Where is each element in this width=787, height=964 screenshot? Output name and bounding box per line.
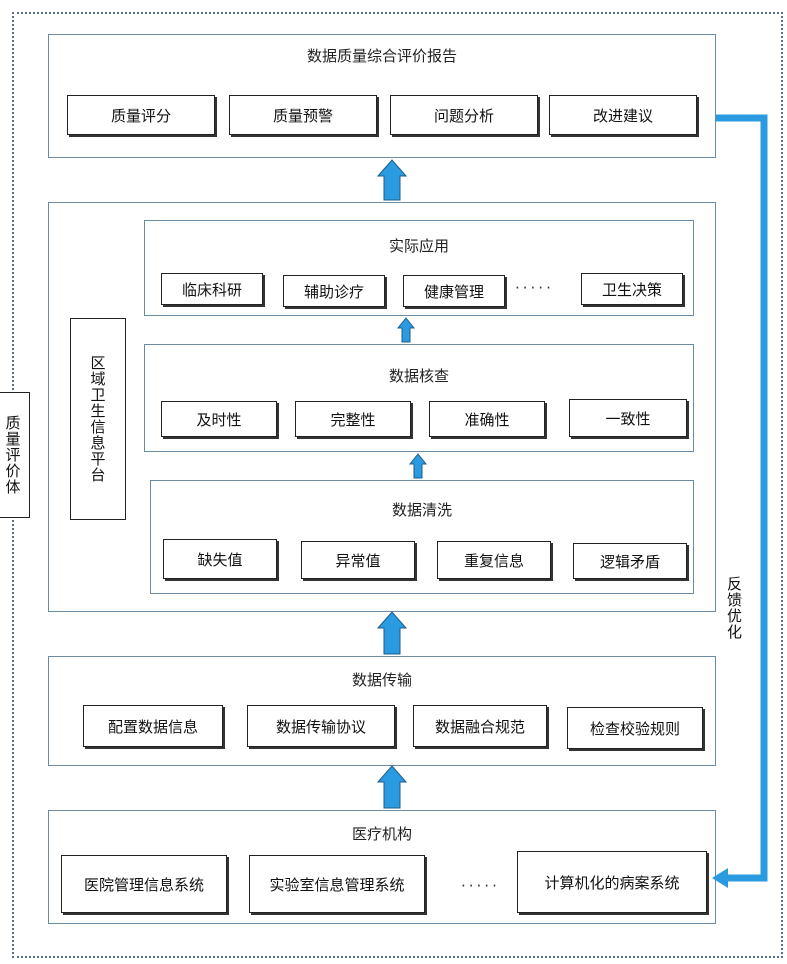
verification-panel: 数据核查 及时性 完整性 准确性 一致性 [144, 344, 694, 452]
application-item-diagnosis: 辅助诊疗 [283, 275, 385, 307]
arrow-up-platform-to-report [376, 159, 408, 201]
transmission-item-fusion: 数据融合规范 [413, 705, 547, 747]
arrow-up-cleaning-to-verification [408, 453, 428, 479]
institution-item-lab-system: 实验室信息管理系统 [249, 855, 425, 913]
transmission-item-protocol: 数据传输协议 [247, 705, 395, 747]
institution-title: 医疗机构 [351, 825, 412, 843]
arrow-up-institution-to-transmission [376, 765, 408, 809]
institution-ellipsis: ····· [461, 877, 500, 895]
application-item-health: 健康管理 [403, 275, 505, 307]
arrow-up-transmission-to-platform [376, 611, 408, 655]
report-item-analysis: 问题分析 [390, 95, 538, 135]
report-title: 数据质量综合评价报告 [306, 47, 457, 65]
transmission-title: 数据传输 [351, 671, 412, 689]
institution-item-hospital-system: 医院管理信息系统 [61, 855, 227, 913]
transmission-item-config: 配置数据信息 [83, 705, 223, 747]
platform-label-box: 区域卫生信息平台 [70, 318, 126, 520]
institution-item-record-system: 计算机化的病案系统 [517, 851, 707, 913]
feedback-loop-line [716, 114, 768, 882]
application-item-decision: 卫生决策 [581, 273, 683, 305]
application-title: 实际应用 [388, 237, 449, 255]
cleaning-item-logic: 逻辑矛盾 [573, 543, 687, 579]
report-item-suggestion: 改进建议 [549, 95, 697, 135]
platform-label-text: 区域卫生信息平台 [88, 355, 107, 483]
application-ellipsis: ····· [515, 279, 554, 297]
side-label-box: 质量评价体 [0, 392, 30, 518]
report-panel: 数据质量综合评价报告 质量评分 质量预警 问题分析 改进建议 [48, 34, 716, 158]
cleaning-item-missing: 缺失值 [163, 539, 277, 579]
verification-title: 数据核查 [388, 367, 449, 385]
verification-item-timeliness: 及时性 [161, 401, 277, 437]
cleaning-panel: 数据清洗 缺失值 异常值 重复信息 逻辑矛盾 [150, 480, 694, 594]
verification-item-accuracy: 准确性 [429, 401, 545, 437]
transmission-panel: 数据传输 配置数据信息 数据传输协议 数据融合规范 检查校验规则 [48, 656, 716, 766]
report-item-warning: 质量预警 [229, 95, 377, 135]
institution-panel: 医疗机构 医院管理信息系统 实验室信息管理系统 ····· 计算机化的病案系统 [48, 810, 716, 924]
application-panel: 实际应用 临床科研 辅助诊疗 健康管理 ····· 卫生决策 [144, 220, 694, 316]
feedback-arrow-head [712, 868, 728, 888]
verification-item-consistency: 一致性 [569, 399, 687, 437]
cleaning-title: 数据清洗 [391, 501, 452, 519]
arrow-up-verification-to-application [396, 317, 416, 343]
report-item-score: 质量评分 [67, 95, 215, 135]
cleaning-item-outlier: 异常值 [301, 541, 415, 579]
side-label-text: 质量评价体 [3, 415, 22, 495]
feedback-label: 反馈优化 [725, 576, 743, 640]
transmission-item-validation: 检查校验规则 [567, 707, 703, 749]
verification-item-completeness: 完整性 [295, 401, 411, 437]
application-item-research: 临床科研 [161, 273, 263, 305]
cleaning-item-duplicate: 重复信息 [437, 541, 551, 579]
